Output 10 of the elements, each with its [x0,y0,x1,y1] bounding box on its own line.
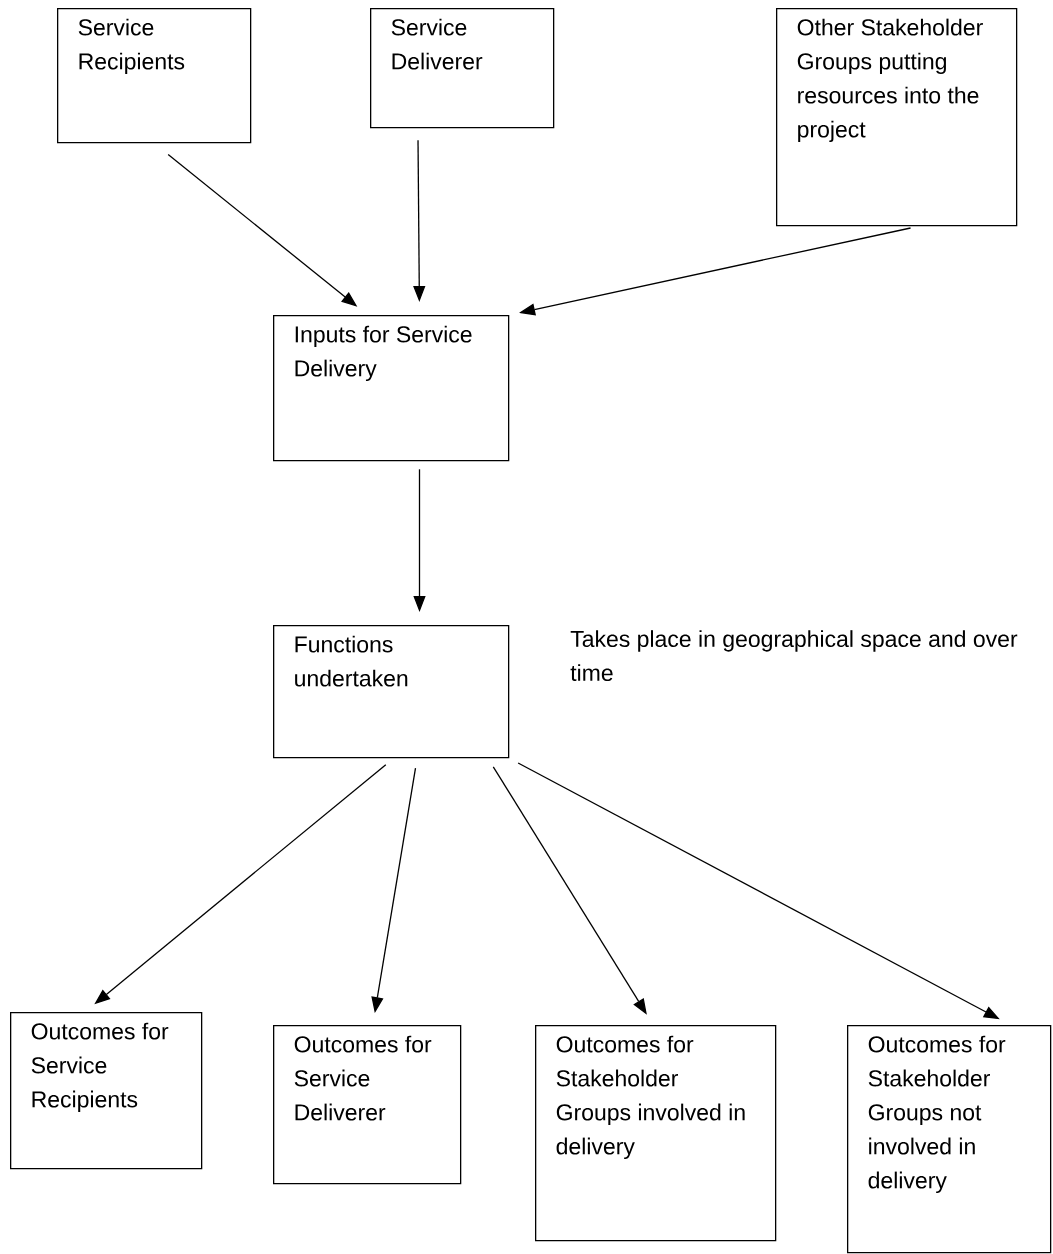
text-box: Outcomes for Stakeholder Groups involved in delivery [535,1025,777,1242]
text-box: Inputs for Service Delivery [273,315,510,462]
text-box: Service Recipients [57,8,252,144]
text-box: Other Stakeholder Groups putting resources into the project [776,8,1018,227]
text-box: Outcomes for Stakeholder Groups not involved in delivery [847,1025,1052,1254]
text-box: Outcomes for Service Recipients [10,1012,203,1170]
text-box: Outcomes for Service Deliverer [273,1025,462,1185]
text-box: Service Deliverer [370,8,555,129]
text-box: Functions undertaken [273,625,510,759]
note-text: Takes place in geographical space and over time [570,630,1018,682]
